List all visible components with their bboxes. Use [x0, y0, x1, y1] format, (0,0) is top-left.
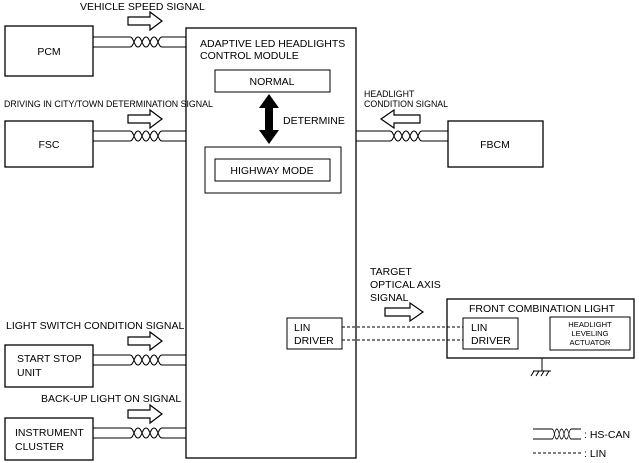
start-stop-label-line1: START STOP [17, 353, 82, 365]
hs-can-twist-icon [129, 130, 163, 142]
headlight-condition-arrow-icon [379, 108, 421, 130]
highway-label: HIGHWAY MODE [230, 165, 313, 177]
light-switch-arrow-icon [127, 330, 163, 352]
front-lin-driver-label-line1: LIN [471, 322, 487, 334]
hs-can-twist-icon [129, 354, 163, 366]
determine-label: DETERMINE [283, 115, 345, 127]
legend-lin-label: : LIN [584, 448, 606, 460]
hs-can-twist-icon [389, 130, 423, 142]
instrument-cluster-box [4, 417, 94, 461]
ground-icon [530, 358, 551, 377]
actuator-label-line3: ACTUATOR [569, 338, 611, 347]
target-axis-signal-line1: TARGET [370, 266, 412, 278]
front-combination-label: FRONT COMBINATION LIGHT [469, 303, 616, 315]
main-module-title-line2: CONTROL MODULE [200, 50, 299, 62]
target-axis-arrow-icon [384, 301, 425, 323]
normal-box [214, 69, 331, 93]
backup-light-signal-label: BACK-UP LIGHT ON SIGNAL [41, 393, 181, 405]
actuator-label-line1: HEADLIGHT [568, 320, 612, 329]
hs-can-twist-icon [129, 36, 163, 48]
fsc-box [4, 120, 94, 168]
light-switch-signal-label: LIGHT SWITCH CONDITION SIGNAL [6, 320, 184, 332]
headlight-condition-signal-line2: CONDITION SIGNAL [364, 99, 448, 109]
lin-driver-label-line1: LIN [294, 322, 310, 334]
start-stop-unit-box [4, 344, 94, 388]
driving-city-signal-label: DRIVING IN CITY/TOWN DETERMINATION SIGNA… [4, 99, 213, 109]
front-lin-driver-label-line2: DRIVER [471, 335, 511, 347]
instrument-label-line1: INSTRUMENT [15, 427, 84, 439]
fbcm-label: FBCM [480, 139, 510, 151]
determine-arrow-icon [259, 94, 279, 144]
target-axis-signal-line2: OPTICAL AXIS [370, 279, 441, 291]
target-axis-signal-line3: SIGNAL [370, 292, 409, 304]
pcm-label: PCM [37, 46, 60, 58]
hs-can-twist-icon [129, 427, 163, 439]
pcm-box [4, 25, 94, 77]
lin-driver-box [286, 317, 343, 350]
main-module-title-line1: ADAPTIVE LED HEADLIGHTS [200, 38, 345, 50]
legend: : HS-CAN : LIN [533, 428, 630, 460]
vehicle-speed-arrow-icon [127, 10, 163, 32]
hs-can-twist-icon [551, 428, 572, 440]
fbcm-box [447, 120, 544, 168]
highway-box [214, 158, 331, 182]
front-lin-driver-box [462, 317, 519, 350]
start-stop-label-line2: UNIT [17, 367, 42, 379]
backup-light-arrow-icon [127, 403, 163, 425]
actuator-label-line2: LEVELING [571, 329, 608, 338]
legend-hs-can-label: : HS-CAN [584, 429, 630, 441]
normal-label: NORMAL [250, 76, 295, 88]
vehicle-speed-signal-label: VEHICLE SPEED SIGNAL [80, 1, 205, 13]
instrument-label-line2: CLUSTER [15, 441, 64, 453]
leveling-actuator-box [549, 316, 631, 351]
lin-driver-label-line2: DRIVER [294, 335, 334, 347]
fsc-label: FSC [39, 139, 60, 151]
driving-city-arrow-icon [127, 108, 163, 130]
headlight-condition-signal-line1: HEADLIGHT [364, 89, 415, 99]
